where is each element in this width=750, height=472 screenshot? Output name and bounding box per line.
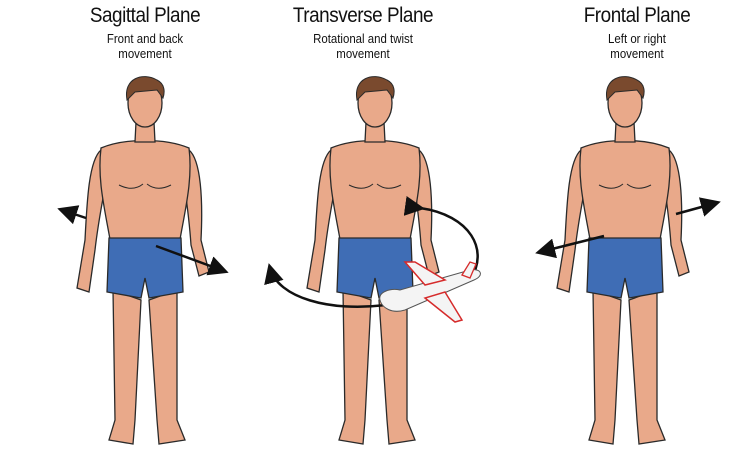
- transverse-subtitle-line1: Rotational and twist: [313, 31, 413, 46]
- transverse-panel: Transverse Plane Rotational and twist mo…: [238, 0, 488, 61]
- airplane-icon: [379, 261, 481, 323]
- transverse-subtitle-line2: movement: [336, 46, 390, 61]
- sagittal-panel: Sagittal Plane Front and back movement: [20, 0, 270, 61]
- transverse-rotation-arrow-lower: [264, 263, 386, 309]
- frontal-subtitle-line1: Left or right: [608, 31, 666, 46]
- sagittal-title: Sagittal Plane: [89, 4, 201, 27]
- frontal-subtitle: Left or right movement: [527, 31, 747, 61]
- frontal-left-arrow: [535, 234, 605, 259]
- frontal-panel: Frontal Plane Left or right movement: [512, 0, 750, 61]
- sagittal-subtitle-line1: Front and back: [106, 31, 184, 46]
- transverse-figure: [306, 75, 440, 445]
- frontal-right-arrow: [675, 197, 721, 217]
- frontal-figure: [556, 75, 690, 445]
- sagittal-front-arrow: [155, 244, 229, 276]
- sagittal-subtitle-line2: movement: [118, 46, 172, 61]
- sagittal-back-arrow: [57, 205, 87, 225]
- frontal-subtitle-line2: movement: [610, 46, 664, 61]
- transverse-title: Transverse Plane: [292, 4, 434, 27]
- frontal-title: Frontal Plane: [583, 4, 691, 27]
- sagittal-subtitle: Front and back movement: [35, 31, 255, 61]
- transverse-subtitle: Rotational and twist movement: [253, 31, 473, 61]
- sagittal-figure: [76, 75, 210, 445]
